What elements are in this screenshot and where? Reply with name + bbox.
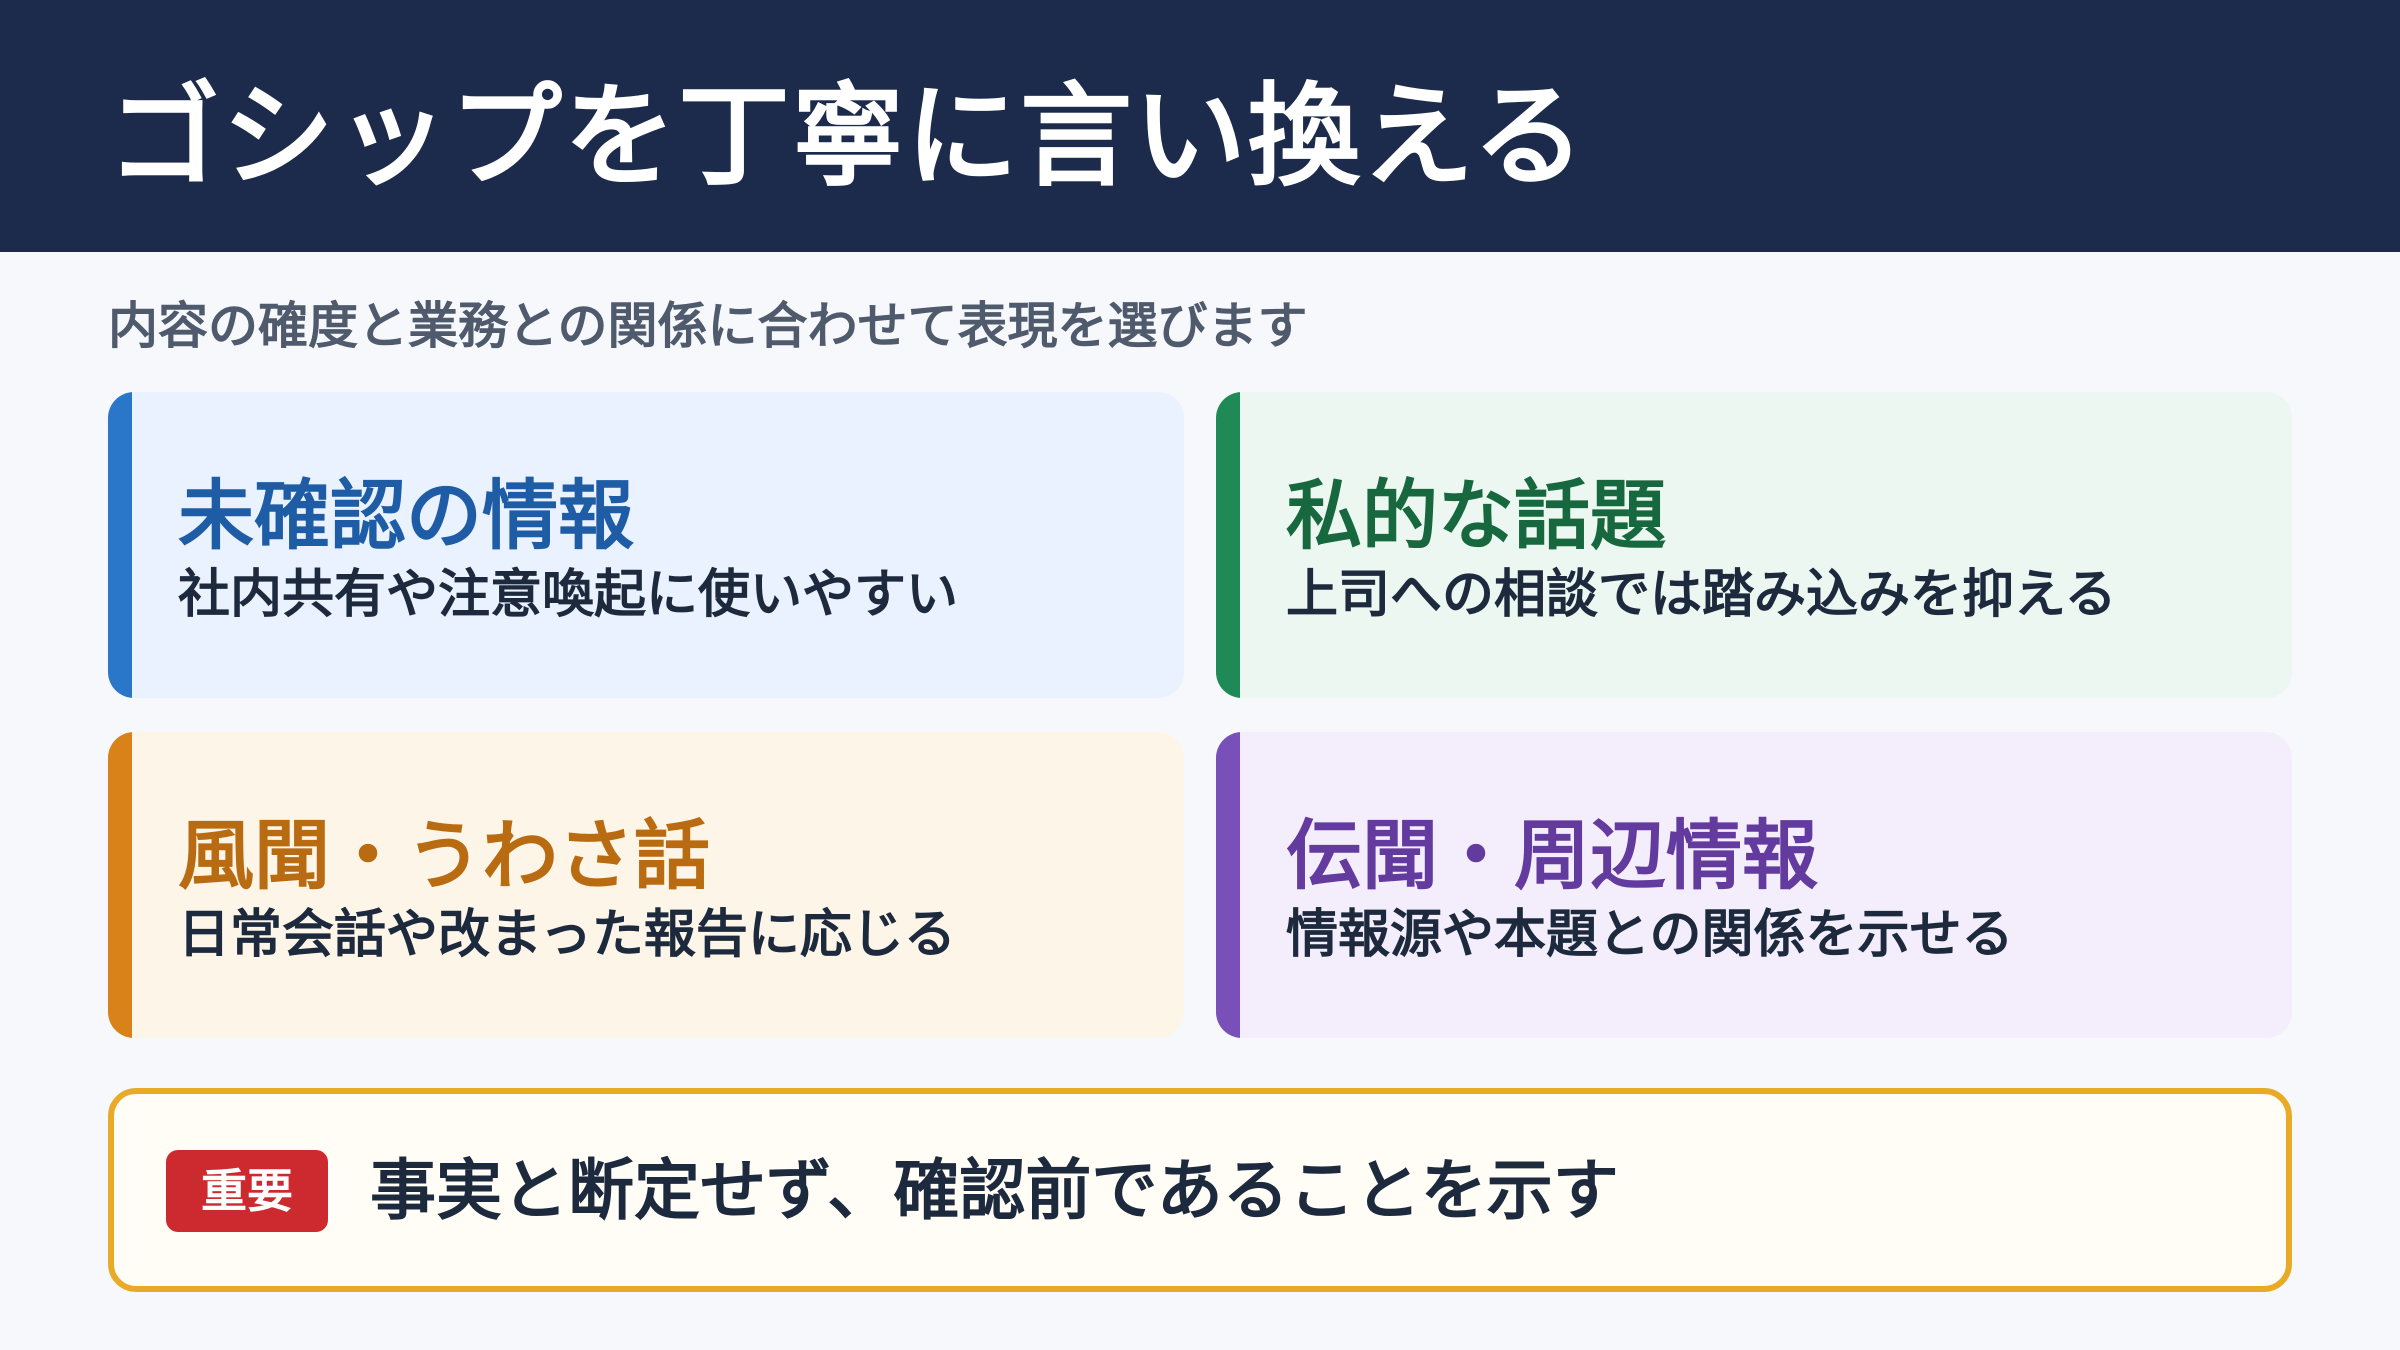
card-accent-bar bbox=[1216, 392, 1240, 698]
card-unverified-info: 未確認の情報 社内共有や注意喚起に使いやすい bbox=[108, 392, 1184, 698]
important-badge: 重要 bbox=[166, 1150, 328, 1232]
card-accent-bar bbox=[108, 732, 132, 1038]
page-subtitle: 内容の確度と業務との関係に合わせて表現を選びます bbox=[108, 297, 1308, 355]
card-accent-bar bbox=[1216, 732, 1240, 1038]
card-description: 日常会話や改まった報告に応じる bbox=[178, 905, 956, 965]
card-rumor: 風聞・うわさ話 日常会話や改まった報告に応じる bbox=[108, 732, 1184, 1038]
header-banner: ゴシップを丁寧に言い換える bbox=[0, 0, 2400, 252]
card-description: 社内共有や注意喚起に使いやすい bbox=[178, 565, 959, 625]
card-private-topic: 私的な話題 上司への相談では踏み込みを抑える bbox=[1216, 392, 2292, 698]
important-note: 重要 事実と断定せず、確認前であることを示す bbox=[108, 1088, 2292, 1292]
card-title: 未確認の情報 bbox=[178, 471, 634, 560]
card-title: 私的な話題 bbox=[1286, 471, 1666, 560]
card-title: 伝聞・周辺情報 bbox=[1286, 811, 1818, 900]
card-description: 上司への相談では踏み込みを抑える bbox=[1286, 565, 2117, 625]
card-accent-bar bbox=[108, 392, 132, 698]
page-title: ゴシップを丁寧に言い換える bbox=[108, 72, 1587, 202]
card-title: 風聞・うわさ話 bbox=[178, 811, 710, 900]
card-hearsay: 伝聞・周辺情報 情報源や本題との関係を示せる bbox=[1216, 732, 2292, 1038]
important-note-text: 事実と断定せず、確認前であることを示す bbox=[370, 1152, 1619, 1229]
card-description: 情報源や本題との関係を示せる bbox=[1286, 905, 2014, 965]
